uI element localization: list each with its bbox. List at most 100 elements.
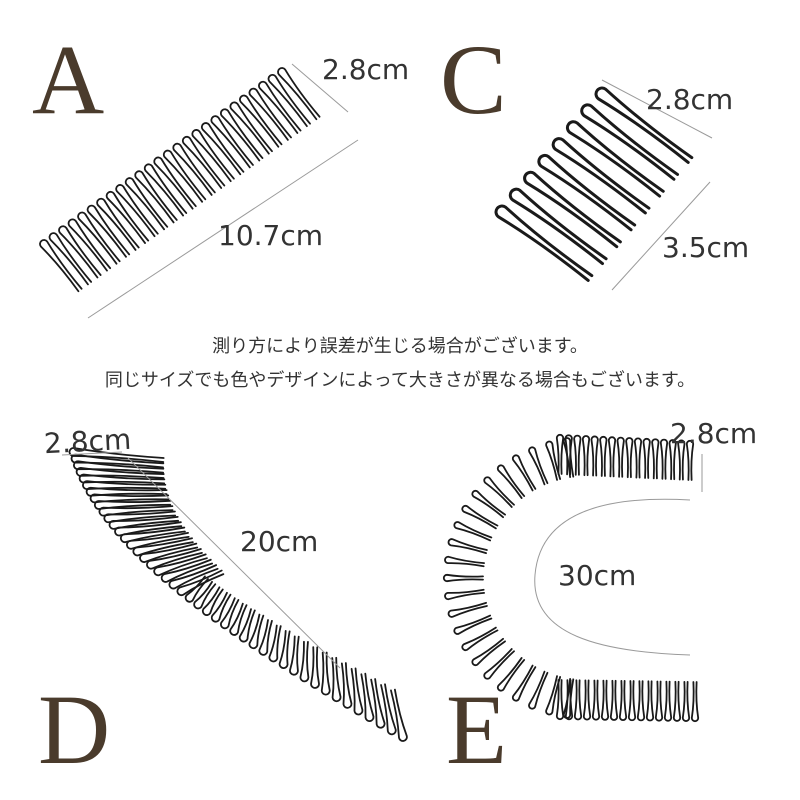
hairpin-loop	[350, 667, 364, 716]
hairpin-loop	[193, 580, 217, 610]
hairpin-loop	[124, 177, 169, 231]
hairpin-loop	[471, 637, 506, 667]
hairpin-loop	[636, 680, 646, 722]
hairpin-loop	[126, 532, 190, 550]
hairpin-loop	[677, 439, 686, 481]
hairpin-loop	[659, 438, 669, 480]
hairpin-loop	[461, 504, 499, 530]
hairpin-loop	[168, 564, 219, 590]
hairpin-loop	[651, 438, 660, 480]
product-letter-a: A	[32, 24, 105, 135]
hairpin-loop	[85, 486, 168, 497]
hairpin-loop	[229, 602, 248, 636]
hairpin-loop	[555, 679, 565, 721]
hairpin-loop	[340, 662, 353, 709]
dimension-e-width: 2.8cm	[670, 417, 758, 450]
hairpin-loop	[627, 680, 637, 722]
hairpin-loop	[201, 586, 224, 616]
hairpin-loop	[184, 575, 209, 603]
hairpin-loop	[153, 156, 197, 210]
hairpin-loop	[220, 108, 264, 162]
hairpin-loop	[607, 436, 617, 478]
dimension-c-width: 2.8cm	[646, 83, 734, 116]
hairpin-loop	[537, 153, 637, 232]
hairpin-loop	[134, 170, 178, 224]
hairpin-loop	[277, 67, 321, 121]
measure-line-a-width	[291, 63, 349, 113]
hairpin-loop	[453, 521, 493, 542]
hairpin-loop	[447, 601, 488, 618]
hairpin-loop	[143, 163, 188, 217]
hairpin-loop	[668, 439, 677, 481]
hairpin-loop	[268, 624, 282, 663]
hairpin-loop	[582, 679, 592, 721]
hairpin-loop	[278, 630, 291, 669]
measure-line-a-length	[87, 139, 359, 319]
hairpin-loop	[580, 103, 680, 181]
hairpin-loop	[119, 526, 186, 544]
hairpin-loop	[471, 489, 506, 519]
hairpin-loop	[573, 434, 582, 476]
measure-line-c-length	[611, 181, 711, 291]
measure-line-d-length	[127, 457, 341, 669]
hairpin-loop	[581, 435, 591, 477]
hairpin-comb-d	[68, 447, 408, 742]
hairpin-loop	[200, 122, 245, 176]
hairpin-loop	[48, 232, 92, 286]
hairpin-loop	[58, 225, 102, 279]
hairpin-loop	[103, 510, 177, 524]
dimension-e-length: 30cm	[558, 559, 637, 592]
hairpin-loop	[77, 211, 121, 265]
hairpin-loop	[494, 204, 594, 282]
hairpin-loop	[248, 613, 265, 650]
hairpin-loop	[96, 197, 140, 251]
hairpin-loop	[132, 537, 194, 557]
hairpin-loop	[496, 657, 526, 692]
hairpin-loop	[153, 553, 208, 577]
hairpin-loop	[562, 437, 575, 478]
hairpin-loop	[191, 129, 235, 183]
dimension-c-length: 3.5cm	[662, 231, 750, 264]
hairpin-loop	[545, 675, 562, 716]
hairpin-loop	[600, 679, 610, 721]
hairpin-loop	[181, 135, 226, 189]
measurement-note-line-1: 測り方により誤差が生じる場合がございます。	[212, 336, 588, 357]
measure-arc-e-length	[534, 498, 691, 656]
hairpin-loop	[360, 672, 375, 722]
hairpin-loop	[86, 204, 131, 258]
hairpin-comb-e	[442, 433, 700, 723]
hairpin-loop	[299, 640, 310, 683]
dimension-d-width: 2.8cm	[43, 422, 132, 461]
hairpin-loop	[114, 521, 183, 537]
hairpin-loop	[545, 440, 562, 481]
hairpin-loop	[176, 569, 225, 597]
hairpin-loop	[663, 680, 673, 722]
hairpin-loop	[573, 679, 583, 721]
dimension-d-length: 20cm	[240, 525, 319, 558]
hairpin-loop	[139, 542, 199, 563]
hairpin-loop	[331, 656, 342, 703]
hairpin-loop	[511, 664, 537, 702]
hairpin-loop	[672, 680, 682, 722]
measurement-note-line-2: 同じサイズでも色やデザインによって大きさが異なる場合もございます。	[104, 370, 696, 391]
hairpin-loop	[645, 680, 655, 722]
hairpin-loop	[555, 433, 565, 475]
hairpin-loop	[82, 480, 167, 491]
hairpin-loop	[115, 184, 159, 238]
hairpin-loop	[690, 681, 700, 723]
hairpin-loop	[78, 473, 166, 485]
hairpin-loop	[67, 218, 112, 272]
hairpin-loop	[654, 680, 664, 722]
hairpin-loop	[70, 453, 165, 469]
hairpin-loop	[508, 187, 608, 266]
hairpin-loop	[89, 493, 170, 504]
hairpin-loop	[523, 170, 622, 249]
dimension-a-length: 10.7cm	[218, 219, 324, 252]
hairpin-loop	[289, 635, 300, 676]
hairpin-loop	[551, 137, 651, 215]
hairpin-loop	[564, 679, 574, 721]
hairpin-loop	[210, 115, 254, 169]
hairpin-loop	[68, 447, 165, 463]
hairpin-loop	[511, 454, 537, 492]
